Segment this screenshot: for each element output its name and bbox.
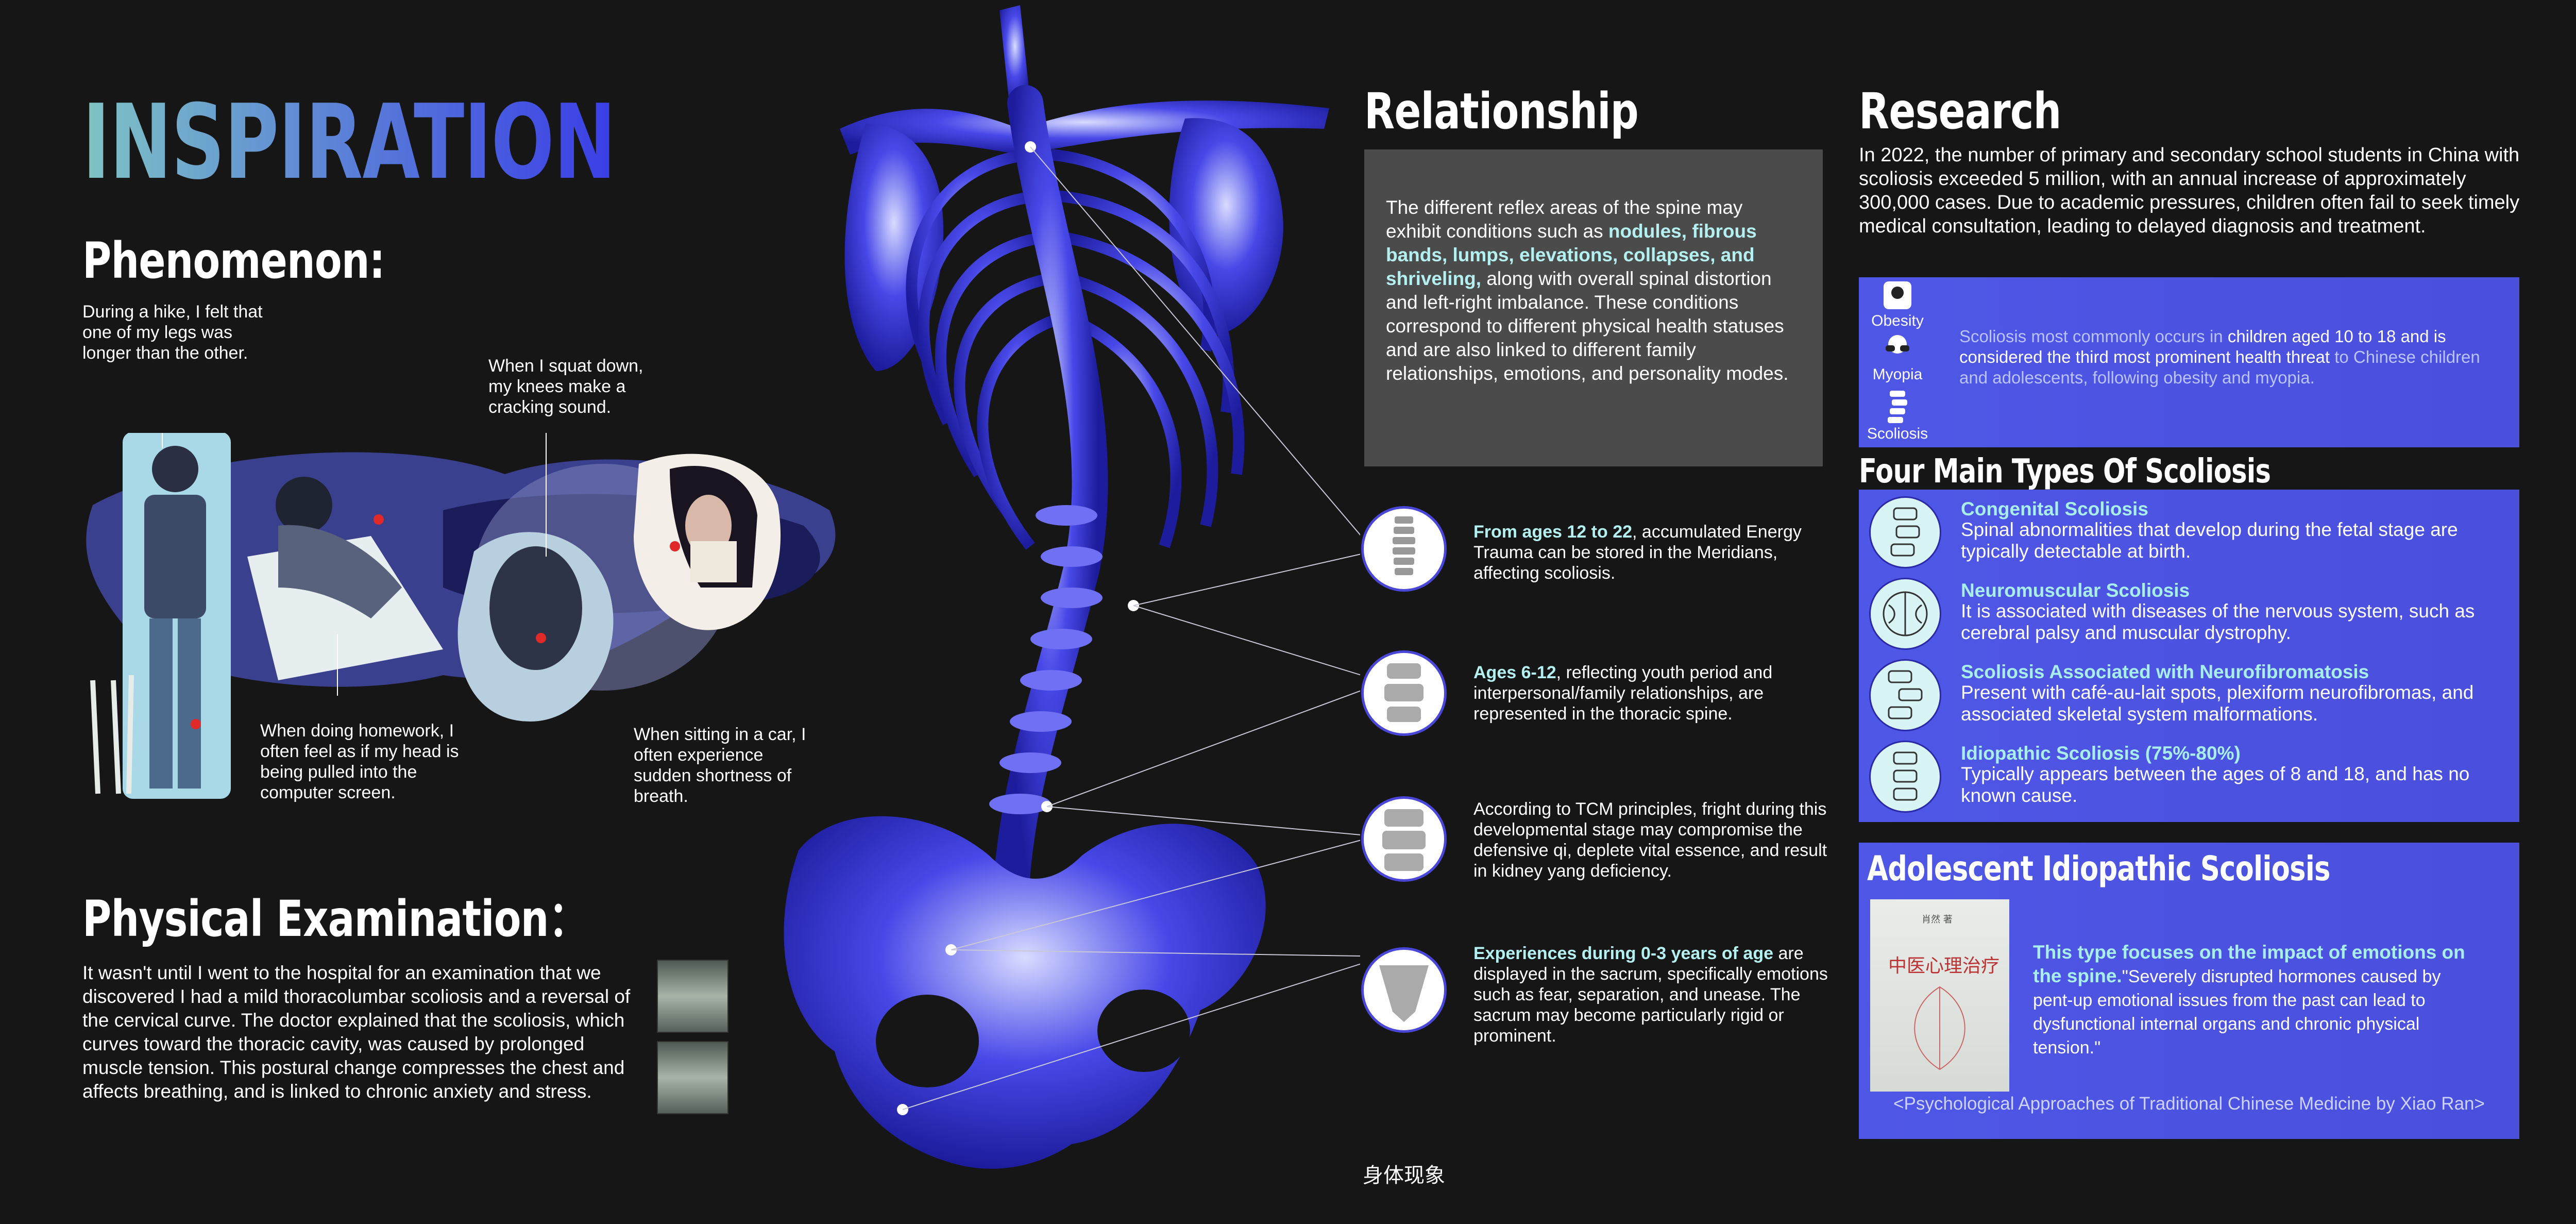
- four-types-heading: Four Main Types Of Scoliosis: [1859, 452, 2271, 491]
- four-types-box: Congenital Scoliosis Spinal abnormalitie…: [1859, 490, 2519, 822]
- idiopathic-spine-icon: [1869, 741, 1941, 813]
- congenital-spine-icon: [1869, 496, 1941, 568]
- homework-figure: [247, 477, 443, 680]
- vertebra-circle-2: [1361, 650, 1447, 736]
- ais-heading: Adolescent Idiopathic Scoliosis: [1867, 849, 2330, 888]
- relationship-text-b: along with overall spinal distortion and…: [1386, 268, 1789, 384]
- footer-caption: 身体现象: [1363, 1164, 1445, 1187]
- stage-text-2: Ages 6-12, reflecting youth period and i…: [1473, 663, 1773, 724]
- book-author: 肖然 著: [1922, 914, 1953, 925]
- research-heading: Research: [1859, 82, 2061, 140]
- ais-quote: "Severely disrupted hormones caused by p…: [2033, 967, 2441, 1058]
- type-item-neurofibromatosis: Scoliosis Associated with Neurofibromato…: [1859, 655, 2519, 735]
- neurofibromatosis-spine-icon: [1869, 659, 1941, 731]
- xray-image-2: [657, 1041, 728, 1114]
- type-item-neuromuscular: Neuromuscular Scoliosis It is associated…: [1859, 574, 2519, 653]
- research-stat-box: Obesity Myopia Scoliosis Scoliosis most …: [1859, 277, 2519, 447]
- type-item-congenital: Congenital Scoliosis Spinal abnormalitie…: [1859, 492, 2519, 572]
- squat-figure: [457, 532, 614, 722]
- stage-text-1: From ages 12 to 22, accumulated Energy T…: [1473, 522, 1802, 583]
- vertebra-circle-3: [1361, 796, 1447, 882]
- leg-bones: [90, 675, 134, 794]
- brain-icon: [1869, 578, 1941, 650]
- scoliosis-icon: Scoliosis: [1864, 388, 1931, 443]
- ais-focus-text: This type focuses on the impact of emoti…: [2033, 942, 2465, 1058]
- type-item-idiopathic: Idiopathic Scoliosis (75%-80%) Typically…: [1859, 736, 2519, 816]
- physical-exam-heading: Physical Examination：: [82, 890, 588, 948]
- relationship-text-a: The different reflex areas of the spine …: [1386, 197, 1743, 242]
- relationship-box: The different reflex areas of the spine …: [1364, 149, 1823, 466]
- hiker-figure: [123, 433, 231, 799]
- obesity-icon: Obesity: [1864, 277, 1931, 330]
- skeleton-illustration: [784, 5, 1360, 1169]
- stage-text-4: Experiences during 0-3 years of age are …: [1473, 944, 1828, 1046]
- relationship-heading: Relationship: [1364, 82, 1639, 140]
- sacrum-circle: [1361, 947, 1447, 1033]
- myopia-icon: Myopia: [1864, 334, 1931, 383]
- relationship-highlight: nodules, fibrous bands, lumps, elevation…: [1386, 221, 1757, 289]
- stage-text-3: According to TCM principles, fright duri…: [1473, 799, 1827, 881]
- ais-source: <Psychological Approaches of Traditional…: [1893, 1094, 2485, 1114]
- car-figure: [634, 454, 781, 630]
- research-text: In 2022, the number of primary and secon…: [1859, 144, 2520, 237]
- book-cover: 肖然 著 中医心理治疗: [1870, 899, 2009, 1092]
- physical-exam-text: It wasn't until I went to the hospital f…: [82, 962, 631, 1102]
- phenomenon-collage: [86, 433, 836, 799]
- xray-image-1: [657, 960, 728, 1033]
- pain-markers: [191, 514, 680, 729]
- leaf-illustration: [1914, 986, 1965, 1070]
- ais-box: Adolescent Idiopathic Scoliosis 肖然 著 中医心…: [1859, 843, 2519, 1139]
- book-title: 中医心理治疗: [1888, 955, 2000, 977]
- page-title: INSPIRATION: [82, 82, 616, 203]
- phenomenon-heading: Phenomenon:: [82, 232, 385, 290]
- research-stat-text: Scoliosis most commonly occurs in childr…: [1959, 327, 2480, 387]
- vertebra-circle-1: [1361, 506, 1447, 592]
